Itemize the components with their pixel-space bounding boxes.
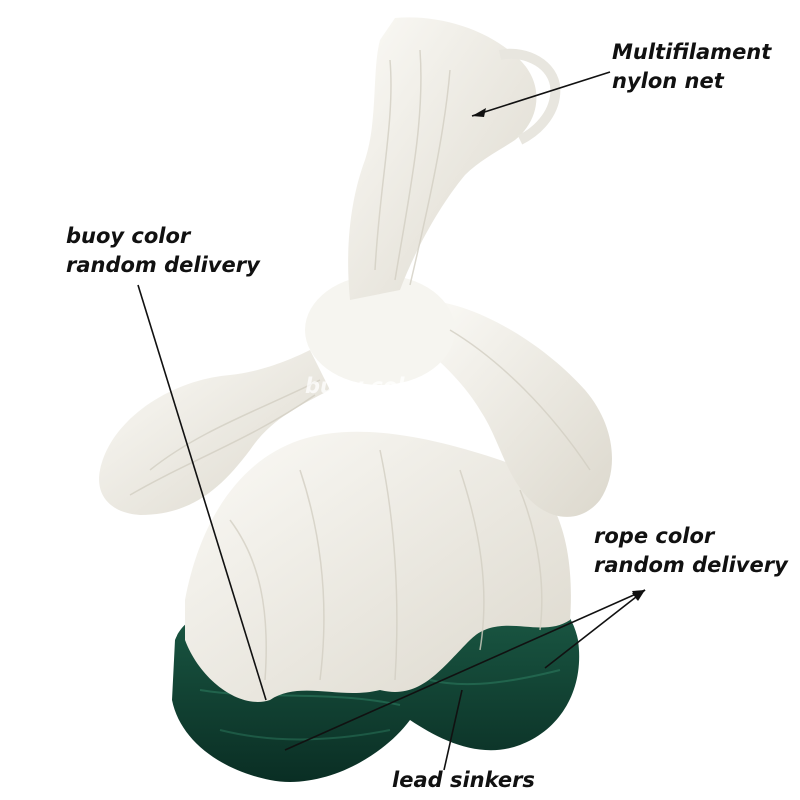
white-net-bundle	[99, 17, 612, 702]
net-annotation-line-1: Multifilament	[612, 40, 772, 64]
sinkers-annotation-label: lead sinkers	[392, 766, 535, 795]
watermark-line-1: buoy color	[305, 374, 430, 398]
net-arrow-icon	[472, 108, 486, 117]
rope-annotation-label: rope color random delivery	[594, 522, 788, 580]
net-annotation-label: Multifilament nylon net	[612, 38, 771, 96]
rope-annotation-line-2: random delivery	[594, 553, 788, 577]
rope-leader-line-b	[544, 589, 646, 669]
buoy-annotation-line-1: buoy color	[66, 224, 191, 248]
arrow-heads	[472, 108, 645, 601]
leader-lines	[137, 71, 646, 771]
rope-arrow-icon-b	[632, 590, 645, 600]
rope-annotation-line-1: rope color	[594, 524, 715, 548]
watermark-text: buoy color random d	[305, 372, 429, 430]
net-annotation-line-2: nylon net	[612, 69, 724, 93]
watermark-line-2: random d	[305, 403, 419, 427]
buoy-leader-line	[137, 284, 267, 701]
buoy-annotation-label: buoy color random delivery	[66, 222, 260, 280]
net-leader-line	[471, 71, 611, 117]
sinkers-annotation-text: lead sinkers	[392, 768, 535, 792]
sinkers-leader-line	[443, 689, 463, 771]
buoy-annotation-line-2: random delivery	[66, 253, 260, 277]
rope-leader-line-a	[284, 589, 646, 751]
